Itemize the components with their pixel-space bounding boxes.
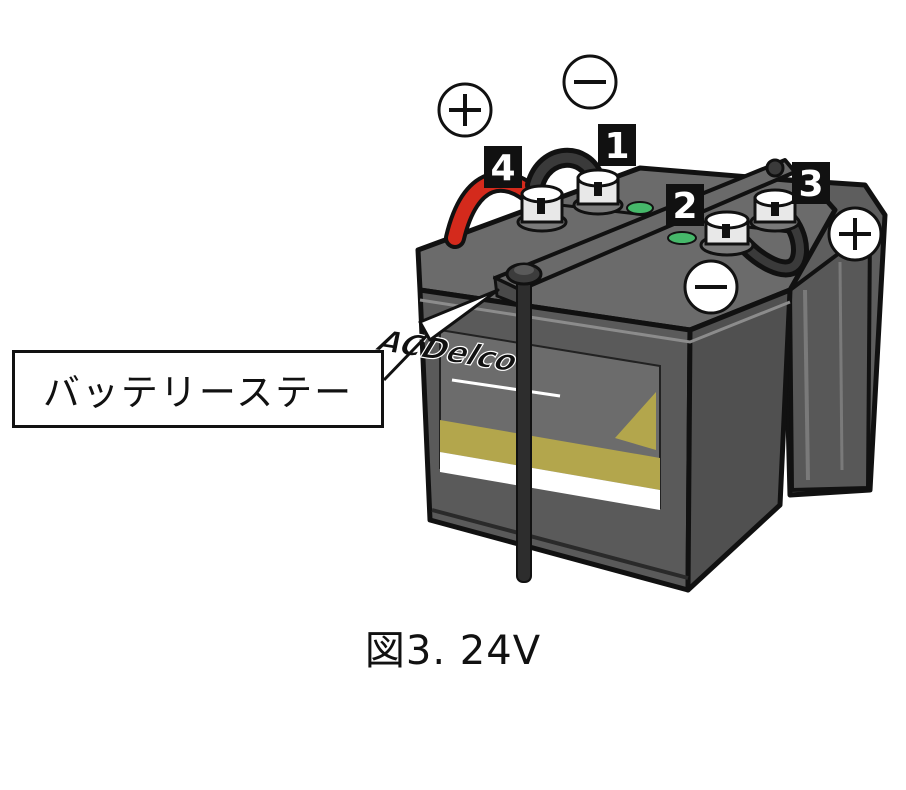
svg-text:2: 2 <box>672 186 697 227</box>
battery-stay-callout: バッテリーステー <box>12 350 384 428</box>
callout-leader <box>382 288 500 382</box>
terminal-number-3: 3 <box>792 162 830 205</box>
minus-symbol-terminal-2 <box>683 259 739 315</box>
callout-label: バッテリーステー <box>42 371 354 414</box>
rear-battery <box>637 167 888 498</box>
terminal-3 <box>749 188 801 233</box>
svg-text:1: 1 <box>604 126 629 167</box>
svg-text:3: 3 <box>798 164 823 205</box>
stay-nut-rear <box>765 158 785 178</box>
terminal-2 <box>699 210 755 257</box>
terminal-number-4: 4 <box>484 146 522 189</box>
vent-cap-1 <box>626 201 654 215</box>
vent-cap-2 <box>667 231 697 245</box>
figure-caption: 図3. 24V <box>364 628 542 674</box>
front-battery: ACDelco <box>371 165 838 593</box>
terminal-1 <box>572 168 624 216</box>
terminal-number-2: 2 <box>666 184 704 227</box>
svg-text:4: 4 <box>490 148 515 189</box>
terminal-4 <box>516 184 568 233</box>
minus-symbol-terminal-1 <box>562 54 618 110</box>
j-bolt <box>516 271 532 583</box>
plus-symbol-terminal-3 <box>827 206 883 262</box>
plus-symbol-terminal-4 <box>437 82 493 138</box>
terminal-number-1: 1 <box>598 124 636 167</box>
